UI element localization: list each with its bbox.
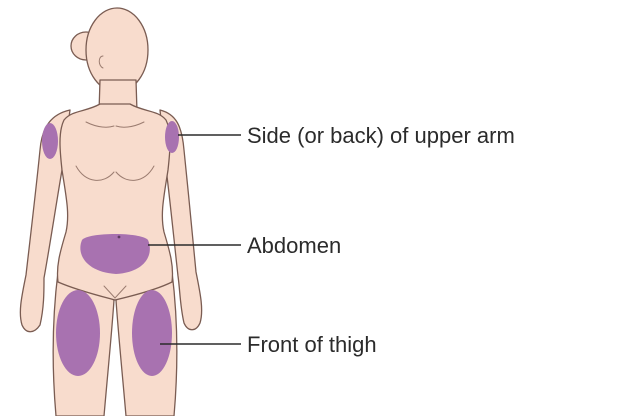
thigh-label: Front of thigh: [247, 332, 377, 357]
body-figure: [20, 8, 201, 416]
upper-arm-label: Side (or back) of upper arm: [247, 123, 515, 148]
right-thigh-site: [132, 290, 172, 376]
abdomen-label: Abdomen: [247, 233, 341, 258]
right-upper-arm-site: [165, 121, 179, 153]
left-thigh-site: [56, 290, 100, 376]
navel: [118, 236, 121, 239]
left-upper-arm-site: [42, 123, 58, 159]
site-labels: Side (or back) of upper arm Abdomen Fron…: [247, 123, 515, 357]
